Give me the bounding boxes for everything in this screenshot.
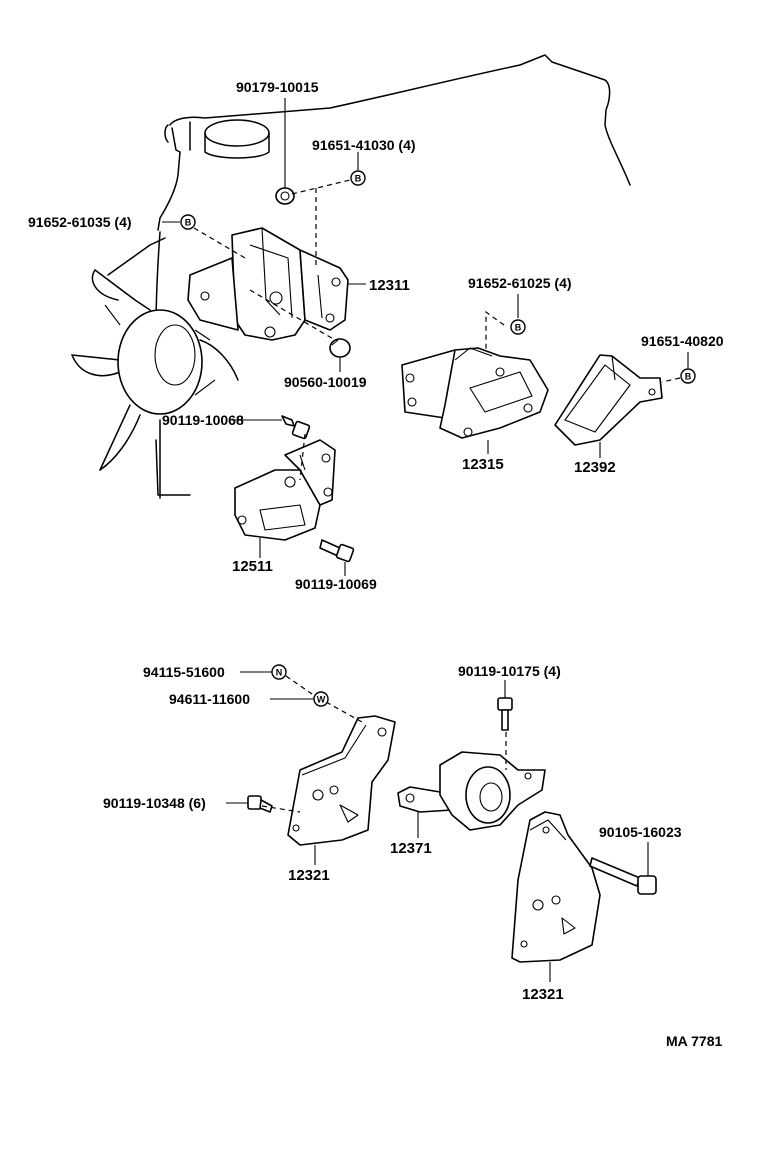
fan-assembly xyxy=(71,237,239,499)
svg-text:B: B xyxy=(185,218,192,228)
bracket-12315 xyxy=(401,347,549,439)
callout-90179-10015: 90179-10015 xyxy=(236,79,319,95)
callout-12315: 12315 xyxy=(462,456,504,473)
insulator-12392 xyxy=(554,354,663,446)
bolt-90119-10068 xyxy=(281,415,311,440)
callout-94611-11600: 94611-11600 xyxy=(169,691,250,707)
svg-text:B: B xyxy=(355,174,362,184)
bracket-12311 xyxy=(187,227,349,341)
bracket-12511 xyxy=(234,439,336,541)
callout-91651-40820: 91651-40820 xyxy=(641,333,724,349)
callout-12371: 12371 xyxy=(390,840,432,857)
callout-90119-10069: 90119-10069 xyxy=(295,576,377,592)
svg-text:W: W xyxy=(317,695,326,705)
callout-12392: 12392 xyxy=(574,459,616,476)
bolt-90119-10175 xyxy=(497,697,513,731)
callout-12321-left: 12321 xyxy=(288,867,330,884)
spacer-90560-10019 xyxy=(329,338,351,358)
mark-b-4: B xyxy=(680,368,696,384)
bracket-12321-right xyxy=(511,811,601,963)
callout-12321-right: 12321 xyxy=(522,986,564,1003)
bolt-90119-10069 xyxy=(319,539,355,563)
callout-90105-16023: 90105-16023 xyxy=(599,824,682,840)
callout-91652-61035: 91652-61035 (4) xyxy=(28,214,132,230)
insulator-12371 xyxy=(397,751,546,831)
callout-90560-10019: 90560-10019 xyxy=(284,374,367,390)
callout-94115-51600: 94115-51600 xyxy=(143,664,225,680)
callout-90119-10175: 90119-10175 (4) xyxy=(458,663,561,679)
nut-90179-10015 xyxy=(275,187,295,205)
mark-b-1: B xyxy=(350,170,366,186)
callout-12311: 12311 xyxy=(369,277,410,294)
mark-b-3: B xyxy=(510,319,526,335)
svg-text:B: B xyxy=(515,323,522,333)
svg-text:B: B xyxy=(685,372,692,382)
svg-text:N: N xyxy=(276,668,283,678)
callout-90119-10068: 90119-10068 xyxy=(162,412,244,428)
callout-90119-10348: 90119-10348 (6) xyxy=(103,795,206,811)
leader-lines xyxy=(162,98,689,982)
callout-91652-61025: 91652-61025 (4) xyxy=(468,275,572,291)
mark-b-2: B xyxy=(180,214,196,230)
callout-12511: 12511 xyxy=(232,558,273,575)
dashed-lines xyxy=(193,179,681,813)
callout-91651-41030: 91651-41030 (4) xyxy=(312,137,416,153)
callout-labels: 90179-10015 91651-41030 (4) 91652-61035 … xyxy=(28,79,724,1049)
bracket-12321-left xyxy=(287,715,396,846)
mark-n: N xyxy=(271,664,287,680)
bolt-90105-16023 xyxy=(589,857,657,895)
diagram-code: MA 7781 xyxy=(666,1033,723,1049)
bolt-90119-10348 xyxy=(247,795,273,813)
mark-w: W xyxy=(313,691,329,707)
